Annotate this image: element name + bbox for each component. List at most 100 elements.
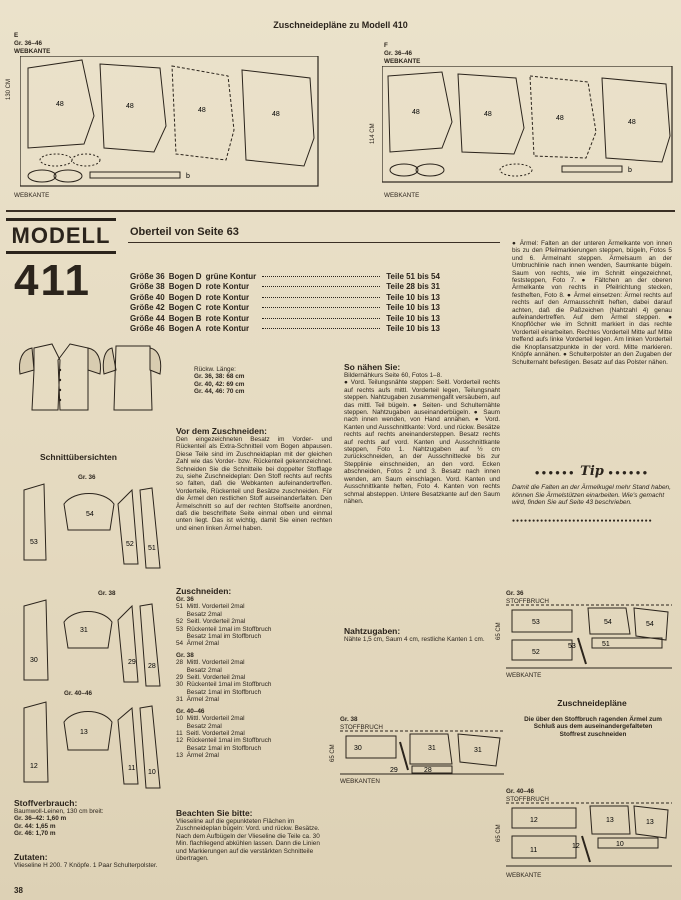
plan-e-letter: E: [14, 32, 19, 39]
sleeve-instructions: ● Ärmel: Falten an der unteren Ärmelkant…: [512, 240, 672, 366]
divider-rule: [6, 210, 675, 212]
plan-g38-fold: STOFFBRUCH: [340, 724, 383, 731]
before-cutting-section: Vor dem Zuschneiden: Den eingezeichneten…: [176, 426, 332, 532]
plan-f-piece: 48: [628, 119, 636, 126]
note-section: Beachten Sie bitte: Vlieseline auf die g…: [176, 808, 320, 863]
sewing-section: So nähen Sie: Bildernähkurs Seite 60, Fo…: [344, 362, 500, 505]
svg-text:51: 51: [602, 641, 610, 648]
svg-text:54: 54: [646, 621, 654, 628]
plans-right-subtitle: Die über den Stoffbruch ragenden Ärmel z…: [524, 716, 662, 738]
dots-decoration-left: ●●●●●●: [534, 468, 576, 477]
tip-header: ●●●●●● Tip ●●●●●●: [512, 462, 672, 480]
dots-decoration-right: ●●●●●●: [608, 468, 650, 477]
plan-g4046-height: 65 CM: [496, 824, 502, 842]
overview-g4046: Gr. 40–46: [64, 690, 93, 697]
plan-g4046-label: Gr. 40–46: [506, 788, 535, 795]
model-title: Oberteil von Seite 63: [130, 226, 239, 238]
svg-text:30: 30: [354, 745, 362, 752]
tip-text: Damit die Falten an der Ärmelkugel mehr …: [512, 484, 671, 507]
model-number: 411: [14, 256, 91, 305]
svg-text:29: 29: [390, 767, 398, 774]
svg-text:29: 29: [128, 659, 136, 666]
plan-f-piece: 48: [484, 111, 492, 118]
cutting-section: Zuschneiden: Gr. 36 51 Mittl. Vorderteil…: [176, 586, 272, 760]
plan-f-selvedge: WEBKANTE: [384, 192, 420, 199]
plan-e-piece: 48: [198, 107, 206, 114]
svg-text:52: 52: [126, 541, 134, 548]
plan-g36-height: 65 CM: [496, 622, 502, 640]
svg-text:11: 11: [530, 847, 537, 854]
cutting-plan-g38: 30 31 31 29 28: [340, 730, 504, 775]
plan-e-strip: b: [186, 173, 190, 180]
overview-g38: Gr. 38: [98, 590, 116, 597]
plan-g38-selvedge: WEBKANTEN: [340, 778, 380, 785]
svg-text:11: 11: [128, 765, 135, 772]
svg-text:54: 54: [86, 511, 94, 518]
plan-g4046-fold: STOFFBRUCH: [506, 796, 549, 803]
plan-e-piece: 48: [126, 103, 134, 110]
plan-f-piece: 48: [556, 115, 564, 122]
svg-text:52: 52: [532, 649, 540, 656]
plan-e-piece: 48: [56, 101, 64, 108]
svg-text:12: 12: [530, 817, 538, 824]
plan-g38-height: 65 CM: [330, 744, 336, 762]
svg-text:31: 31: [474, 747, 482, 754]
svg-text:30: 30: [30, 657, 38, 664]
cutting-plan-e: 48 48 48 48 b: [20, 56, 319, 187]
material-usage: Stoffverbrauch: Baumwoll-Leinen, 130 cm …: [14, 798, 104, 838]
plan-e-height: 130 CM: [6, 78, 12, 100]
dots-divider: ●●●●●●●●●●●●●●●●●●●●●●●●●●●●●●●●●●●: [512, 518, 653, 524]
svg-text:51: 51: [148, 545, 156, 552]
title-rule: [128, 242, 500, 243]
svg-text:13: 13: [80, 729, 88, 736]
page-header-title: Zuschneidepläne zu Modell 410: [273, 20, 408, 30]
plan-g36-fold: STOFFBRUCH: [506, 598, 549, 605]
plan-f-piece: 48: [412, 109, 420, 116]
back-length: Rückw. Länge: Gr. 36, 38: 68 cm Gr. 40, …: [194, 366, 245, 396]
tip-label: Tip: [580, 464, 604, 479]
garment-sketch: [19, 343, 162, 411]
model-label: MODELL: [6, 218, 116, 254]
svg-text:13: 13: [606, 817, 614, 824]
cutting-plan-f: 48 48 48 48 b: [382, 66, 673, 183]
svg-text:31: 31: [80, 627, 88, 634]
svg-text:12: 12: [572, 843, 580, 850]
plan-g38-label: Gr. 38: [340, 716, 358, 723]
svg-text:53: 53: [30, 539, 38, 546]
overview-38-diagram: 31 30 29 28: [23, 599, 161, 687]
svg-text:13: 13: [646, 819, 654, 826]
svg-text:10: 10: [616, 841, 624, 848]
plan-e-selvedge: WEBKANTE: [14, 192, 50, 199]
svg-text:54: 54: [604, 619, 612, 626]
plan-f-fabric-label: WEBKANTE: [384, 58, 421, 65]
plan-f-letter: F: [384, 42, 388, 49]
plan-g36-selvedge: WEBKANTE: [506, 672, 542, 679]
plan-g4046-selvedge: WEBKANTE: [506, 872, 542, 879]
overview-title: Schnittübersichten: [40, 452, 117, 462]
svg-text:28: 28: [424, 767, 432, 774]
svg-text:31: 31: [428, 745, 436, 752]
plan-g36-label: Gr. 36: [506, 590, 524, 597]
plan-f-sizes: Gr. 36–46: [384, 50, 413, 57]
cutting-plan-g36: 53 54 54 52 53 51: [506, 604, 672, 669]
seam-allowance-section: Nahtzugaben: Nähte 1,5 cm, Saum 4 cm, re…: [344, 626, 485, 643]
overview-g36: Gr. 36: [78, 474, 96, 481]
plan-e-sizes: Gr. 36–46: [14, 40, 43, 47]
svg-text:53: 53: [568, 643, 576, 650]
overview-4046-diagram: 13 12 11 10: [23, 701, 161, 789]
overview-36-diagram: 54 53 52 51: [23, 483, 161, 569]
plan-f-strip: b: [628, 167, 632, 174]
notions: Zutaten: Vlieseline H 200. 7 Knöpfe. 1 P…: [14, 852, 158, 869]
plan-e-fabric-label: WEBKANTE: [14, 48, 51, 55]
plans-right-title: Zuschneidepläne: [557, 698, 627, 708]
cutting-plan-g4046: 12 13 13 11 12 10: [506, 802, 672, 867]
plan-f-height: 114 CM: [370, 123, 376, 144]
